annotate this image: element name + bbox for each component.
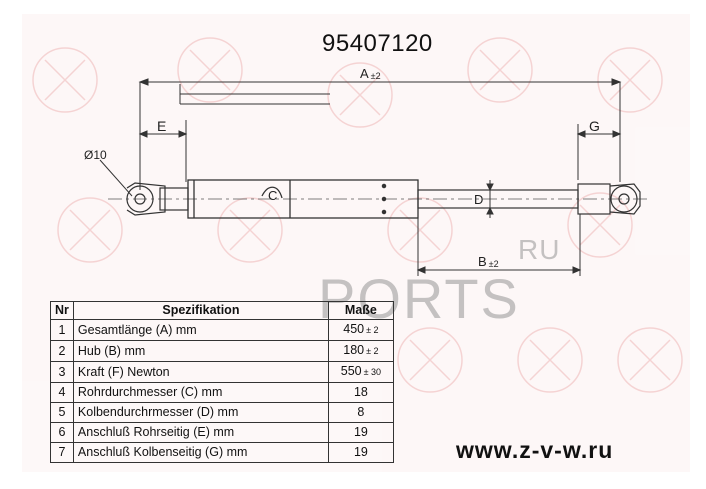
dimension-g-label: G bbox=[589, 118, 600, 134]
row-nr: 3 bbox=[50, 361, 74, 383]
watermark-ru: RU bbox=[518, 234, 561, 265]
row-tolerance: ± 2 bbox=[366, 325, 379, 335]
row-nr: 4 bbox=[50, 382, 74, 403]
row-nr: 2 bbox=[50, 340, 74, 362]
dimension-e-label: E bbox=[157, 118, 167, 134]
row-value: 19 bbox=[353, 425, 368, 439]
header-nr: Nr bbox=[50, 301, 74, 320]
row-value-cell: 18 bbox=[327, 382, 394, 403]
dimension-d-line bbox=[486, 180, 494, 218]
row-value-cell: 19 bbox=[327, 422, 394, 443]
dimension-b-line bbox=[416, 214, 582, 276]
row-nr: 1 bbox=[50, 319, 74, 341]
row-spec: Gesamtlänge (A) mm bbox=[72, 319, 329, 341]
part-number: 95407120 bbox=[322, 30, 433, 57]
row-value: 550 bbox=[340, 364, 362, 378]
dimension-b-tolerance: ±2 bbox=[488, 259, 499, 269]
dimension-e-line bbox=[138, 120, 188, 182]
row-value: 450 bbox=[343, 322, 365, 336]
website-url: www.z-v-w.ru bbox=[456, 437, 614, 463]
dimension-a-tolerance: ±2 bbox=[370, 71, 381, 81]
row-value: 19 bbox=[353, 445, 368, 459]
row-spec: Anschluß Kolbenseitig (G) mm bbox=[72, 442, 329, 463]
row-spec: Anschluß Rohrseitig (E) mm bbox=[72, 422, 329, 443]
row-value-cell: 180± 2 bbox=[327, 340, 394, 362]
row-value-cell: 8 bbox=[327, 402, 394, 423]
row-spec: Kraft (F) Newton bbox=[72, 361, 329, 383]
row-nr: 7 bbox=[50, 442, 74, 463]
row-tolerance: ± 2 bbox=[366, 346, 379, 356]
dimension-d-label: D bbox=[474, 192, 484, 207]
dimension-a-line bbox=[138, 78, 622, 190]
row-tolerance: ± 30 bbox=[363, 367, 382, 377]
header-spec: Spezifikation bbox=[72, 301, 329, 320]
diameter-label: Ø10 bbox=[84, 148, 107, 162]
row-value-cell: 550± 30 bbox=[327, 361, 394, 383]
table-header-row: Nr Spezifikation Maße bbox=[50, 301, 394, 320]
row-value-cell: 19 bbox=[327, 442, 394, 463]
diameter-leader bbox=[99, 159, 133, 197]
right-end-fitting bbox=[577, 183, 641, 215]
row-nr: 6 bbox=[50, 422, 74, 443]
dimension-b-label: B±2 bbox=[478, 254, 499, 269]
row-value: 180 bbox=[343, 343, 365, 357]
dimension-c-label: C bbox=[268, 188, 278, 203]
dimension-g-line bbox=[576, 124, 622, 180]
dimension-a-label: A±2 bbox=[360, 66, 381, 81]
row-value: 8 bbox=[357, 405, 365, 419]
row-spec: Kolbendurchrmesser (D) mm bbox=[72, 402, 329, 423]
row-spec: Hub (B) mm bbox=[72, 340, 329, 362]
header-value: Maße bbox=[327, 301, 394, 320]
row-value: 18 bbox=[353, 385, 368, 399]
row-value-cell: 450± 2 bbox=[327, 319, 394, 341]
row-spec: Rohrdurchmesser (C) mm bbox=[72, 382, 329, 403]
row-nr: 5 bbox=[50, 402, 74, 423]
